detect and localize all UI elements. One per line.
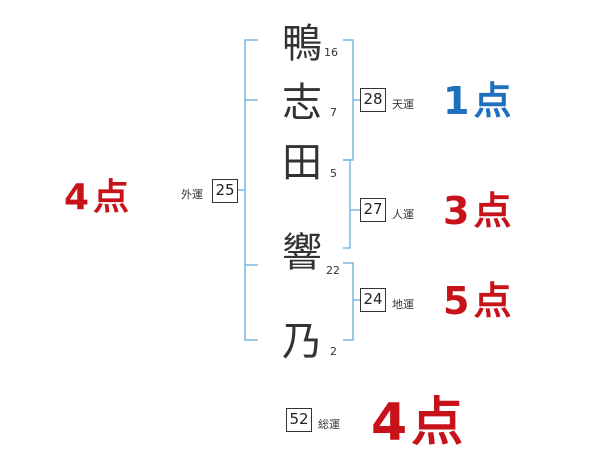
chiun-label: 地運	[392, 298, 414, 311]
stroke-count-5: 2	[330, 345, 337, 358]
chiun-score: 5点	[443, 279, 516, 323]
name-char-5: 乃	[282, 319, 322, 365]
stroke-count-1: 16	[324, 46, 338, 59]
jinun-value-box: 27	[360, 198, 386, 222]
chiun-bracket	[343, 262, 354, 341]
stroke-count-2: 7	[330, 106, 337, 119]
jinun-bracket	[343, 159, 351, 249]
outer-bracket	[244, 39, 258, 341]
tenun-value-box: 28	[360, 88, 386, 112]
jinun-label: 人運	[392, 208, 414, 221]
gaiun-score: 4点	[64, 177, 134, 218]
stroke-count-4: 22	[326, 264, 340, 277]
souun-value-box: 52	[286, 408, 312, 432]
tenun-label: 天運	[392, 98, 414, 111]
gaiun-label: 外運	[181, 188, 203, 201]
jinun-score: 3点	[443, 189, 516, 233]
chiun-value-box: 24	[360, 288, 386, 312]
name-char-4: 響	[282, 230, 322, 276]
name-char-2: 志	[282, 80, 322, 126]
tenun-score: 1点	[443, 79, 516, 123]
name-char-3: 田	[282, 140, 322, 186]
gaiun-value-box: 25	[212, 179, 238, 203]
souun-score: 4点	[371, 393, 468, 453]
tenun-bracket	[343, 39, 354, 161]
name-char-1: 鴨	[282, 21, 322, 67]
stroke-count-3: 5	[330, 167, 337, 180]
souun-label: 総運	[318, 418, 340, 431]
